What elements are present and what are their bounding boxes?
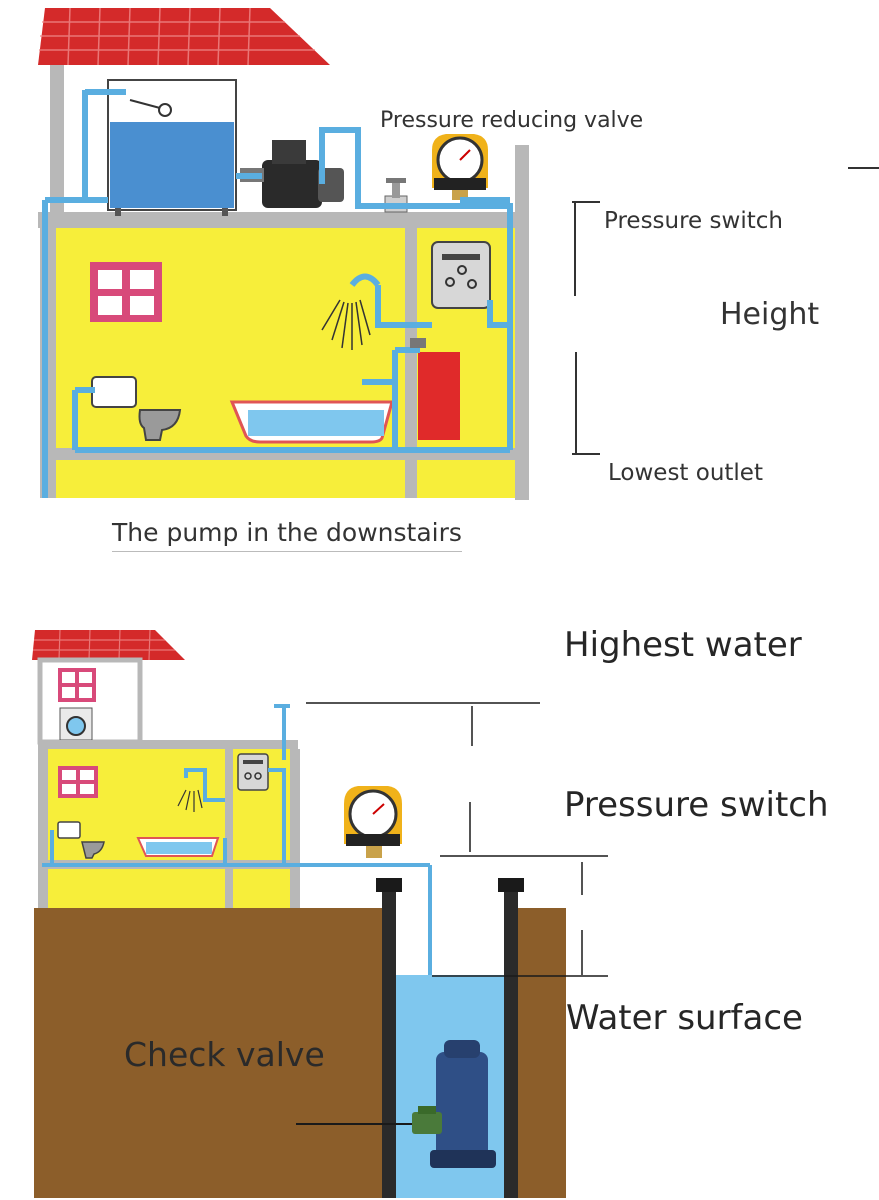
ground-and-well	[34, 878, 566, 1198]
bottom-shower	[177, 789, 203, 812]
label-pressure-switch-bottom: Pressure switch	[564, 785, 829, 825]
label-lowest-outlet: Lowest outlet	[608, 460, 763, 486]
top-pipes	[42, 89, 513, 498]
top-window	[90, 262, 162, 322]
top-pressure-switch	[431, 241, 491, 309]
attic-window	[58, 668, 96, 702]
label-highest-water: Highest water	[564, 625, 802, 665]
top-pressure-gauge	[432, 134, 488, 200]
ground-right	[516, 908, 566, 1198]
check-valve	[412, 1106, 442, 1134]
height-bracket	[572, 167, 879, 455]
bottom-house	[32, 629, 432, 1120]
bottom-pressure-switch	[237, 753, 269, 791]
label-pressure-switch-top: Pressure switch	[604, 208, 783, 234]
label-height: Height	[720, 297, 820, 332]
label-water-surface: Water surface	[566, 998, 803, 1038]
bottom-toilet	[57, 821, 105, 859]
top-house	[38, 7, 529, 500]
bottom-window	[58, 766, 98, 798]
well-casing-left	[382, 878, 396, 1198]
booster-pump	[240, 140, 344, 208]
submersible-pump	[430, 1040, 496, 1168]
bottom-brackets	[306, 702, 608, 977]
caption-pump-downstairs: The pump in the downstairs	[112, 518, 462, 552]
top-lower-floor	[55, 460, 525, 498]
top-shower	[321, 273, 381, 350]
label-check-valve: Check valve	[124, 1035, 325, 1074]
ground-left	[34, 908, 390, 1198]
well-casing-right	[504, 878, 518, 1198]
bottom-roof	[32, 630, 185, 660]
top-water-heater	[418, 352, 460, 440]
top-bathtub	[229, 400, 394, 444]
bottom-lower-floor	[45, 869, 293, 909]
bottom-pressure-gauge	[344, 786, 402, 858]
label-pressure-reducing-valve: Pressure reducing valve	[380, 108, 644, 133]
washing-machine	[59, 707, 93, 741]
bottom-bathtub	[136, 837, 220, 857]
roof-water-tank	[107, 79, 237, 216]
